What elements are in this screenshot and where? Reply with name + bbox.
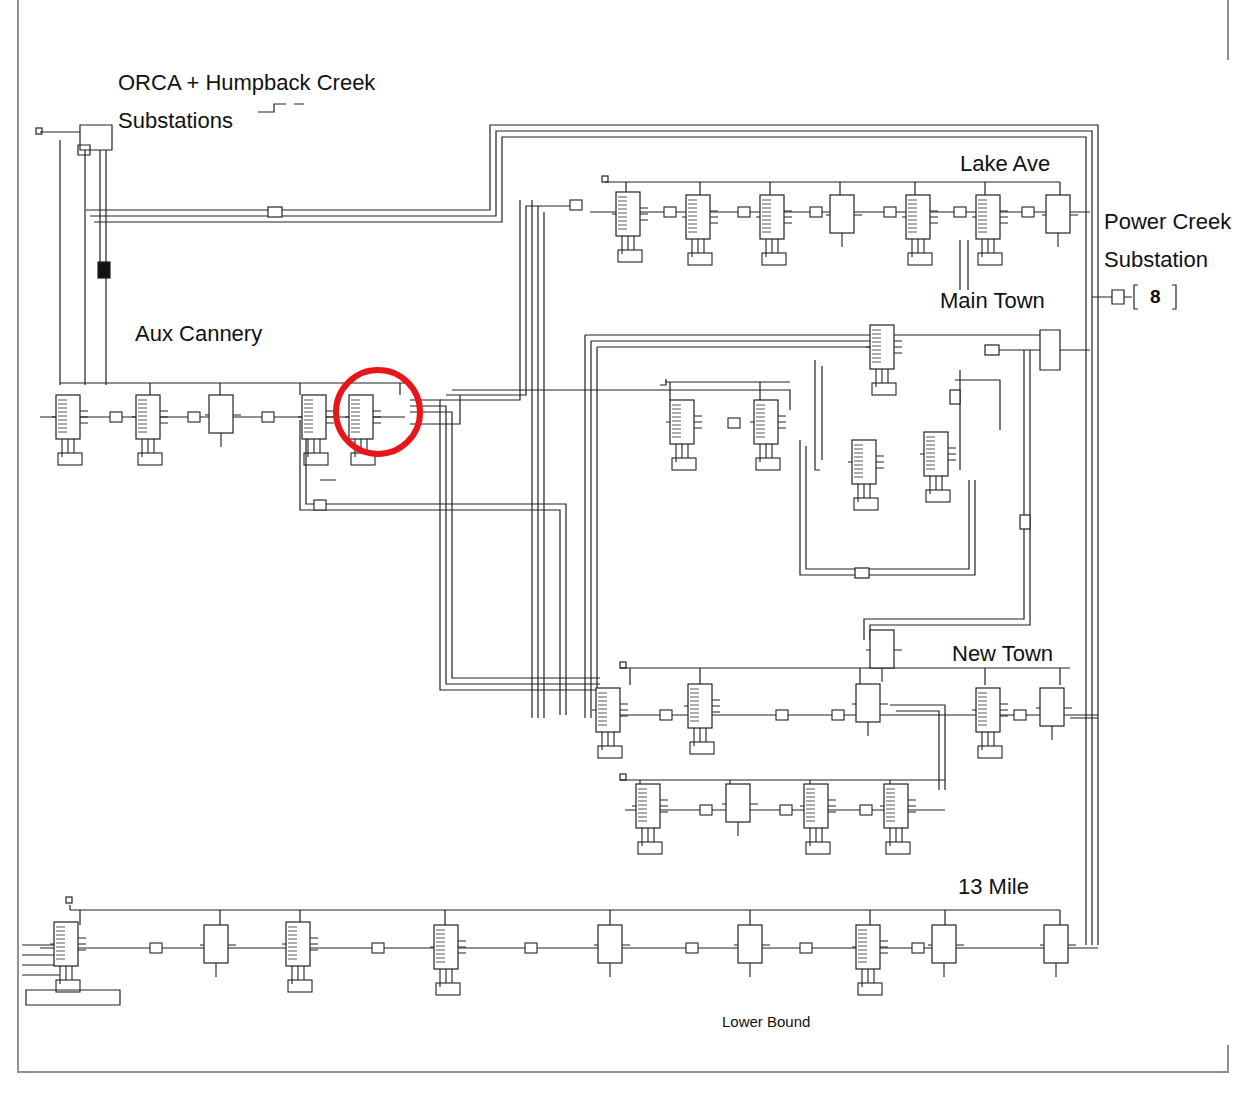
area-label: New Town [952,640,1053,668]
symbol-number: 8 [1148,285,1163,309]
area-label: Aux Cannery [135,320,262,348]
area-label: 13 Mile [958,873,1029,901]
boundary-label: Lower Bound [722,1012,810,1032]
area-label: Main Town [940,287,1045,315]
substation-label: Power Creek Substation [1104,203,1236,279]
substation-label: ORCA + Humpback Creek Substations [118,64,380,140]
area-label: Lake Ave [960,150,1050,178]
